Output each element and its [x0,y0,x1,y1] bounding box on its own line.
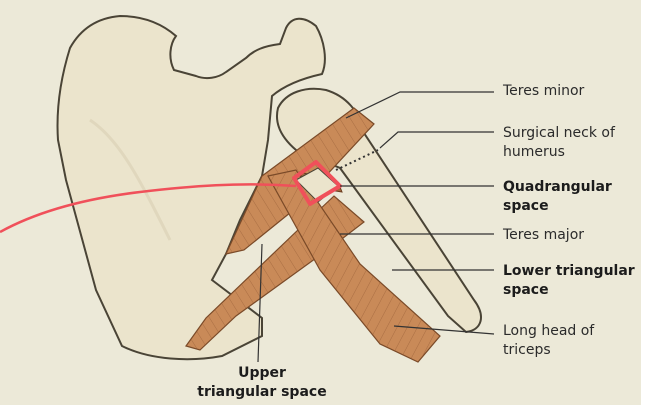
label-surgical-neck: Surgical neck of humerus [503,124,615,162]
label-long-head-triceps: Long head of triceps [503,322,594,360]
label-teres-minor: Teres minor [503,82,584,101]
label-upper-triangular-space: Upper triangular space [192,364,332,402]
label-quadrangular-space: Quadrangular space [503,178,612,216]
label-teres-major: Teres major [503,226,584,245]
label-lower-triangular-space: Lower triangular space [503,262,635,300]
right-border [641,0,655,405]
